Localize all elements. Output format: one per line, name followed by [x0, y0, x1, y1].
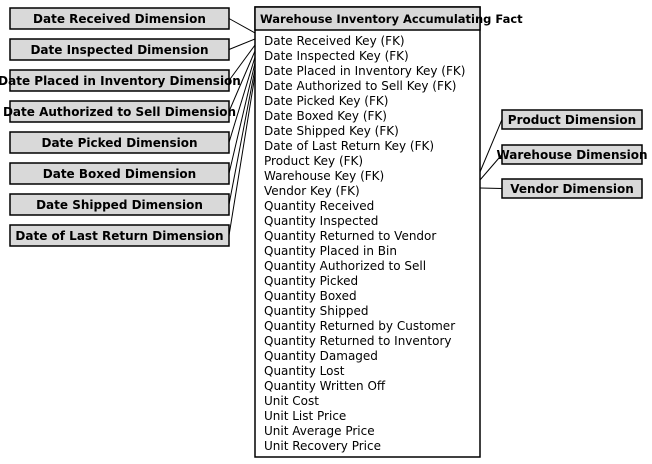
- dimension-box-rect: [9, 193, 230, 216]
- connector-line: [228, 44, 256, 81]
- fact-table: Warehouse Inventory Accumulating Fact Da…: [254, 6, 523, 458]
- fact-table-title: Warehouse Inventory Accumulating Fact: [260, 12, 523, 26]
- fact-field: Date Shipped Key (FK): [264, 124, 399, 138]
- dimension-label: Vendor Dimension: [510, 182, 634, 196]
- dimension-label: Date Boxed Dimension: [43, 167, 196, 181]
- dimension-box-rect: [9, 224, 230, 247]
- fact-table-body: [254, 6, 481, 458]
- fact-field: Date Picked Key (FK): [264, 94, 388, 108]
- connector-line: [228, 68, 256, 205]
- dimension-box-date-received-dimension: Date Received Dimension: [9, 7, 230, 30]
- dimension-box-rect: [9, 7, 230, 30]
- dimension-box-rect: [9, 131, 230, 154]
- fact-field: Date Received Key (FK): [264, 34, 405, 48]
- fact-field: Unit Average Price: [264, 424, 375, 438]
- connector-line: [228, 38, 256, 50]
- dimension-label: Date Received Dimension: [33, 12, 206, 26]
- fact-field: Date Placed in Inventory Key (FK): [264, 64, 465, 78]
- dimension-box-date-of-last-return-dimension: Date of Last Return Dimension: [9, 224, 230, 247]
- dimension-box-rect: [9, 100, 230, 123]
- fact-field: Quantity Damaged: [264, 349, 378, 363]
- fact-field: Quantity Boxed: [264, 289, 357, 303]
- fact-table-header: [254, 6, 481, 31]
- dimension-box-rect: [501, 109, 643, 130]
- dimension-box-date-picked-dimension: Date Picked Dimension: [9, 131, 230, 154]
- connector-line: [479, 154, 503, 181]
- fact-field: Quantity Written Off: [264, 379, 386, 393]
- fact-field: Quantity Inspected: [264, 214, 378, 228]
- fact-field: Unit Recovery Price: [264, 439, 381, 453]
- connector-line: [228, 74, 256, 236]
- connector-line: [479, 119, 503, 173]
- dimension-label: Warehouse Dimension: [496, 148, 647, 162]
- dimension-label: Product Dimension: [508, 113, 636, 127]
- connector-line: [228, 50, 256, 112]
- fact-field: Quantity Lost: [264, 364, 345, 378]
- dimension-box-rect: [501, 144, 643, 165]
- fact-field: Unit List Price: [264, 409, 346, 423]
- fact-field: Warehouse Key (FK): [264, 169, 384, 183]
- fact-field: Quantity Returned to Vendor: [264, 229, 436, 243]
- connector-line: [228, 62, 256, 174]
- dimension-box-date-inspected-dimension: Date Inspected Dimension: [9, 38, 230, 61]
- dimension-box-date-boxed-dimension: Date Boxed Dimension: [9, 162, 230, 185]
- fact-field: Quantity Returned by Customer: [264, 319, 455, 333]
- dimension-box-rect: [501, 178, 643, 199]
- fact-field: Quantity Placed in Bin: [264, 244, 397, 258]
- dimension-label: Date Inspected Dimension: [30, 43, 208, 57]
- dimension-label: Date Authorized to Sell Dimension: [3, 105, 236, 119]
- dimension-box-warehouse-dimension: Warehouse Dimension: [496, 144, 648, 165]
- fact-field: Date Authorized to Sell Key (FK): [264, 79, 456, 93]
- fact-field: Quantity Received: [264, 199, 374, 213]
- fact-field: Vendor Key (FK): [264, 184, 360, 198]
- dimension-box-rect: [9, 162, 230, 185]
- relationship-lines: [228, 18, 503, 236]
- fact-field: Quantity Shipped: [264, 304, 368, 318]
- fact-table-fields: Date Received Key (FK)Date Inspected Key…: [264, 34, 465, 453]
- dimension-box-date-shipped-dimension: Date Shipped Dimension: [9, 193, 230, 216]
- dimension-box-product-dimension: Product Dimension: [501, 109, 643, 130]
- dimension-box-rect: [9, 69, 230, 92]
- fact-field: Unit Cost: [264, 394, 319, 408]
- connector-line: [228, 18, 256, 34]
- connector-line: [479, 187, 503, 189]
- fact-field: Date Inspected Key (FK): [264, 49, 409, 63]
- dimension-box-rect: [9, 38, 230, 61]
- fact-field: Quantity Picked: [264, 274, 358, 288]
- dimension-box-vendor-dimension: Vendor Dimension: [501, 178, 643, 199]
- dimension-label: Date Picked Dimension: [42, 136, 198, 150]
- dimension-label: Date of Last Return Dimension: [15, 229, 223, 243]
- dimension-label: Date Placed in Inventory Dimension: [0, 74, 241, 88]
- fact-field: Date Boxed Key (FK): [264, 109, 387, 123]
- dimension-box-date-placed-in-inventory-dimension: Date Placed in Inventory Dimension: [0, 69, 241, 92]
- fact-field: Product Key (FK): [264, 154, 363, 168]
- fact-field: Quantity Returned to Inventory: [264, 334, 451, 348]
- dimension-label: Date Shipped Dimension: [36, 198, 203, 212]
- fact-field: Quantity Authorized to Sell: [264, 259, 426, 273]
- connector-line: [228, 56, 256, 143]
- fact-field: Date of Last Return Key (FK): [264, 139, 434, 153]
- dimension-box-date-authorized-to-sell-dimension: Date Authorized to Sell Dimension: [3, 100, 236, 123]
